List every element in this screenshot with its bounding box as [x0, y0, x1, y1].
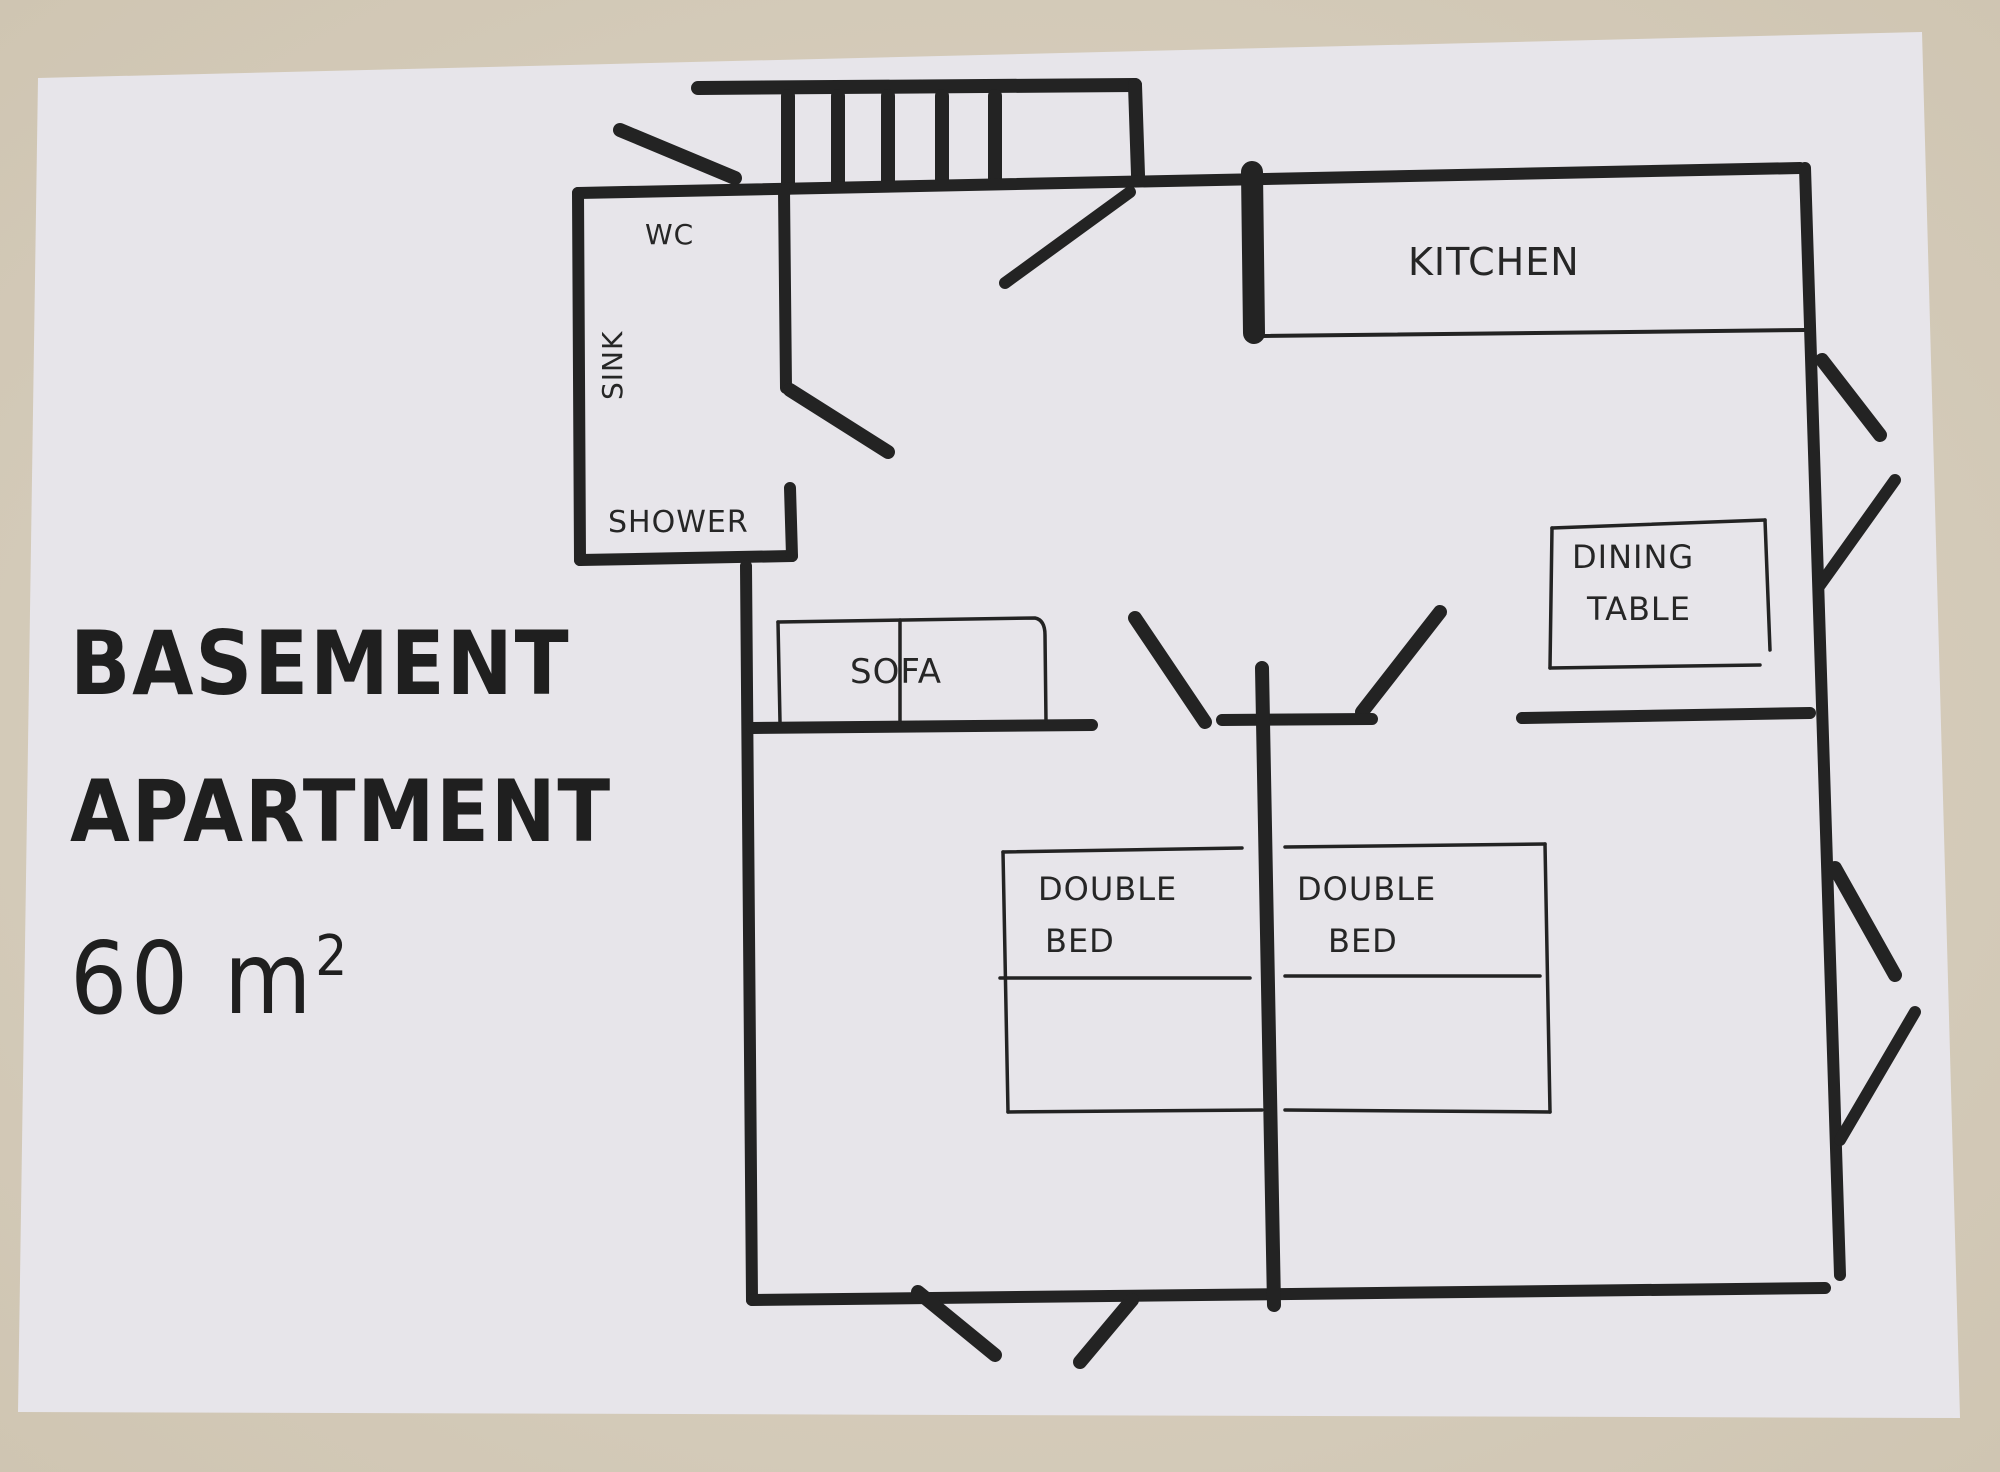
beds: [998, 842, 1552, 1114]
plan-area: 60 m2: [70, 920, 351, 1037]
plan-area-value: 60 m: [70, 920, 316, 1037]
label-sofa: SOFA: [850, 652, 943, 692]
label-bed-left-line1: DOUBLE: [1038, 870, 1178, 908]
entrance-door: [613, 123, 742, 185]
plan-title-line1: BASEMENT: [70, 612, 571, 715]
label-sink: SINK: [596, 330, 629, 400]
label-bed-left-line2: BED: [1045, 922, 1115, 960]
dining-table: [1548, 518, 1772, 670]
label-bed-right-line1: DOUBLE: [1297, 870, 1437, 908]
stairs: [691, 78, 1145, 195]
hall-door: [999, 186, 1136, 289]
walls: [572, 78, 1921, 1369]
label-kitchen: KITCHEN: [1408, 240, 1580, 284]
label-dining-line2: TABLE: [1587, 590, 1691, 628]
bathroom-door: [783, 383, 895, 459]
plan-area-exponent: 2: [315, 924, 351, 989]
plan-title-line2: APARTMENT: [70, 762, 613, 862]
label-wc: WC: [645, 218, 695, 251]
label-dining-line1: DINING: [1572, 538, 1695, 576]
label-bed-right-line2: BED: [1328, 922, 1398, 960]
sofa: [776, 616, 1048, 724]
label-shower: SHOWER: [608, 505, 749, 540]
